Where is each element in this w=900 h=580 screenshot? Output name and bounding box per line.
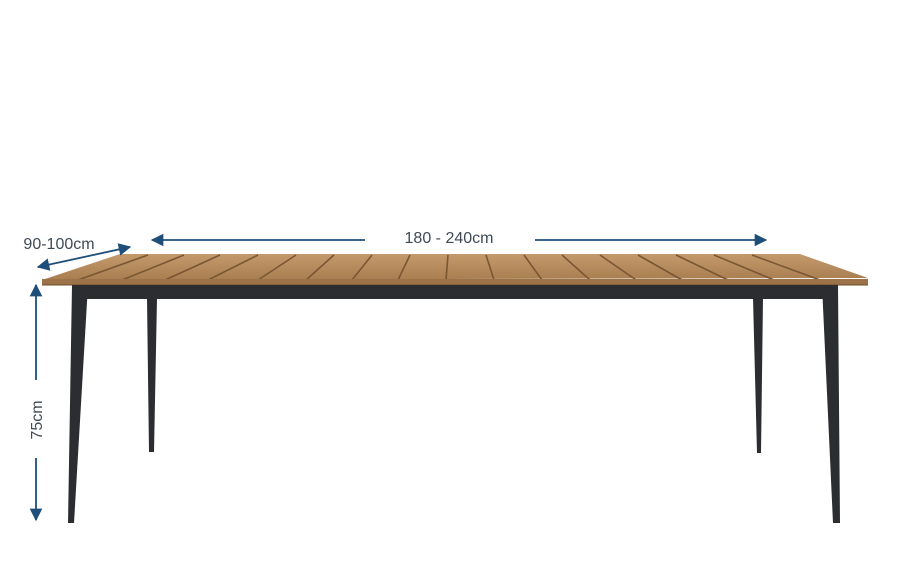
front-left-leg bbox=[68, 285, 88, 523]
length-label: 180 - 240cm bbox=[405, 230, 494, 247]
dimension-arrows bbox=[29, 233, 768, 522]
front-right-leg bbox=[822, 285, 840, 523]
back-right-leg bbox=[753, 298, 763, 453]
back-left-leg bbox=[147, 298, 157, 452]
table-slats bbox=[77, 254, 821, 281]
table-top-edge bbox=[42, 279, 868, 285]
table-illustration bbox=[42, 254, 868, 523]
height-label: 75cm bbox=[29, 400, 46, 439]
depth-label: 90-100cm bbox=[23, 236, 94, 253]
frame-apron bbox=[72, 285, 838, 299]
depth-arrow bbox=[36, 243, 132, 271]
